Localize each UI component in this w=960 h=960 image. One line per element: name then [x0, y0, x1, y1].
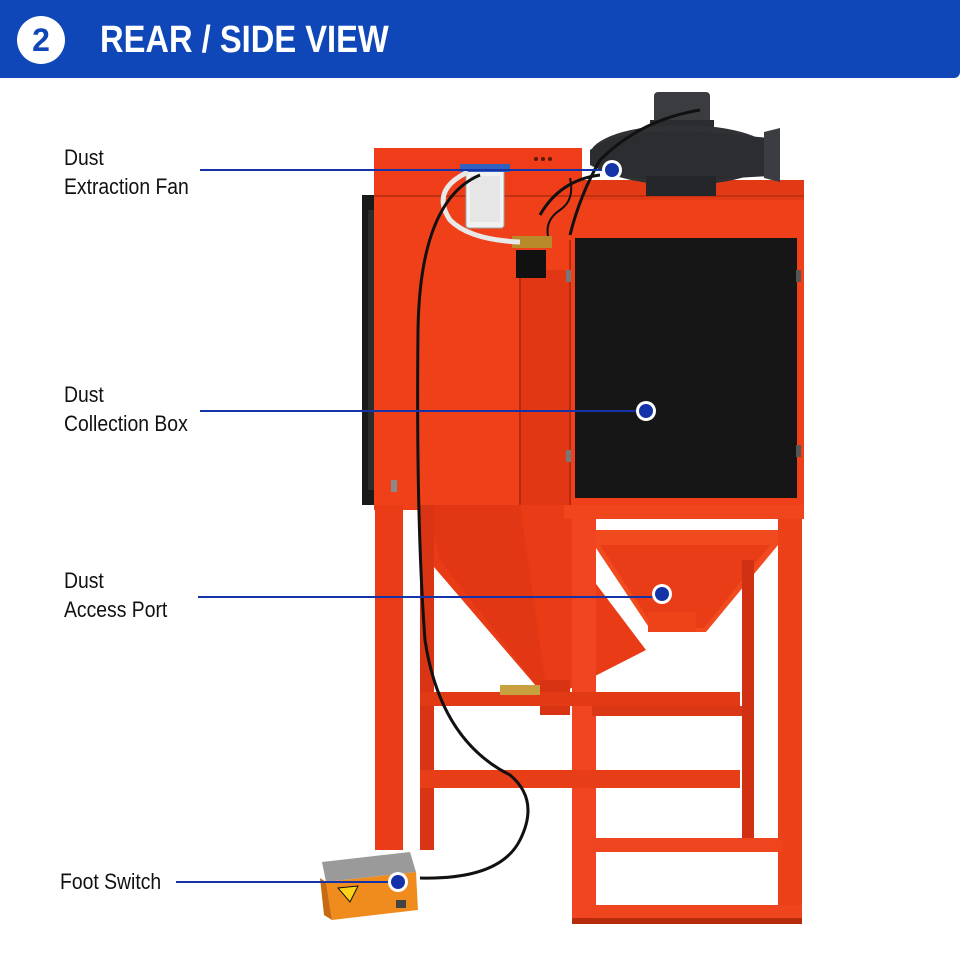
- callout-line: Foot Switch: [60, 869, 162, 894]
- callout-dust-extraction-fan: Dust Extraction Fan: [64, 143, 189, 201]
- callout-line: Extraction Fan: [64, 174, 189, 199]
- callout-line: Collection Box: [64, 411, 188, 436]
- foot-switch-marker: [388, 872, 408, 892]
- callout-line: Dust: [64, 382, 104, 407]
- callout-dust-collection-box: Dust Collection Box: [64, 380, 188, 438]
- callout-line: Access Port: [64, 597, 168, 622]
- step-number-badge: 2: [17, 16, 65, 64]
- callout-line: Dust: [64, 568, 104, 593]
- header-bar: 2 REAR / SIDE VIEW: [0, 0, 960, 78]
- sandblast-cabinet-illustration: [176, 92, 804, 924]
- fan-marker: [602, 160, 622, 180]
- callout-dust-access-port: Dust Access Port: [64, 566, 167, 624]
- callout-foot-switch: Foot Switch: [60, 867, 161, 896]
- page-title: REAR / SIDE VIEW: [100, 19, 389, 61]
- access-port-marker: [652, 584, 672, 604]
- collection-box-marker: [636, 401, 656, 421]
- callout-line: Dust: [64, 145, 104, 170]
